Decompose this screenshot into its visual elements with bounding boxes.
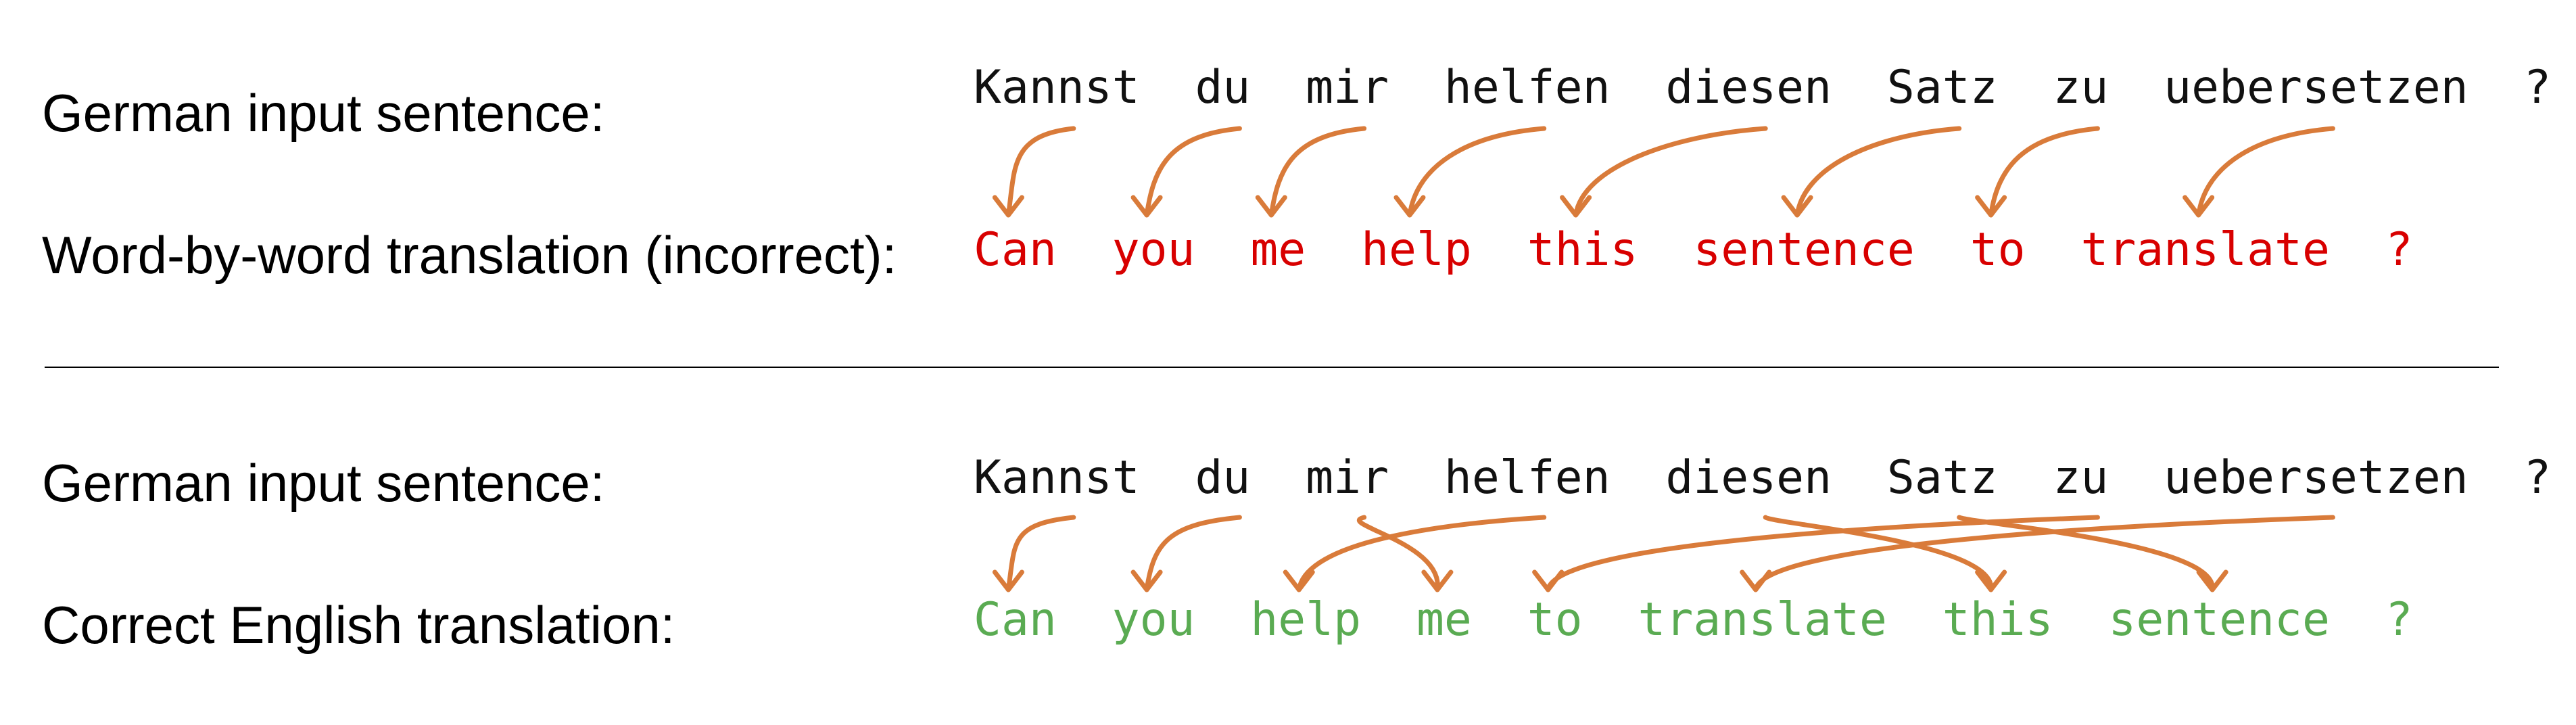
- panel1-target-word-8: ?: [2385, 223, 2413, 277]
- panel2-target-label: Correct English translation:: [42, 595, 675, 655]
- panel2-target-word-5: translate: [1638, 593, 1887, 647]
- alignment-arrow-2-3: [1283, 515, 1547, 592]
- alignment-arrow-1-5: [1781, 126, 1962, 218]
- panel1-source-word-2: mir: [1306, 61, 1389, 114]
- alignment-arrow-2-1: [1130, 515, 1242, 592]
- alignment-arrow-1-7: [2183, 126, 2335, 218]
- panel1-target-label: Word-by-word translation (incorrect):: [42, 225, 897, 285]
- panel1-source-word-1: du: [1195, 61, 1251, 114]
- panel2-source-word-0: Kannst: [974, 451, 1140, 505]
- panel1-source-word-4: diesen: [1665, 61, 1832, 114]
- panel1-target-word-5: sentence: [1693, 223, 1915, 277]
- panel2-source-word-3: helfen: [1444, 451, 1611, 505]
- panel1-source-word-8: ?: [2523, 61, 2552, 114]
- panel2-source-label: German input sentence:: [42, 453, 605, 513]
- alignment-arrow-2-6: [1532, 515, 2100, 592]
- panel2-target-word-7: sentence: [2108, 593, 2330, 647]
- alignment-arrow-1-0: [992, 126, 1076, 218]
- panel1-source-word-6: zu: [2053, 61, 2109, 114]
- panel1-target-word-1: you: [1112, 223, 1195, 277]
- panel1-target-word-3: help: [1361, 223, 1472, 277]
- alignment-arrow-1-2: [1255, 126, 1367, 218]
- panel-divider: [45, 367, 2499, 368]
- panel2-target-word-0: Can: [974, 593, 1057, 647]
- alignment-arrow-1-1: [1130, 126, 1242, 218]
- panel1-source-word-0: Kannst: [974, 61, 1140, 114]
- alignment-arrow-2-0: [992, 515, 1076, 592]
- panel2-target-word-1: you: [1112, 593, 1195, 647]
- panel1-target-word-4: this: [1527, 223, 1638, 277]
- panel2-source-word-6: zu: [2053, 451, 2109, 505]
- alignment-arrow-2-7: [1740, 515, 2335, 592]
- panel2-source-word-1: du: [1195, 451, 1251, 505]
- panel2-target-word-4: to: [1527, 593, 1583, 647]
- panel1-target-word-6: to: [1970, 223, 2026, 277]
- alignment-arrow-2-4: [1763, 515, 2007, 592]
- panel2-target-word-3: me: [1416, 593, 1472, 647]
- alignment-arrow-1-6: [1975, 126, 2100, 218]
- alignment-arrow-1-4: [1560, 126, 1768, 218]
- panel1-source-word-5: Satz: [1886, 61, 1998, 114]
- alignment-arrow-1-3: [1393, 126, 1547, 218]
- panel2-target-word-6: this: [1942, 593, 2053, 647]
- panel2-source-word-4: diesen: [1665, 451, 1832, 505]
- panel1-target-word-2: me: [1250, 223, 1306, 277]
- panel1-source-word-7: uebersetzen: [2164, 61, 2468, 114]
- panel1-source-word-3: helfen: [1444, 61, 1611, 114]
- panel1-source-label: German input sentence:: [42, 83, 605, 143]
- panel1-target-word-0: Can: [974, 223, 1057, 277]
- panel2-source-word-5: Satz: [1886, 451, 1998, 505]
- panel2-source-word-7: uebersetzen: [2164, 451, 2468, 505]
- panel2-target-word-8: ?: [2385, 593, 2413, 647]
- panel2-source-word-2: mir: [1306, 451, 1389, 505]
- panel2-target-word-2: help: [1250, 593, 1362, 647]
- panel1-target-word-7: translate: [2080, 223, 2330, 277]
- panel2-source-word-8: ?: [2523, 451, 2552, 505]
